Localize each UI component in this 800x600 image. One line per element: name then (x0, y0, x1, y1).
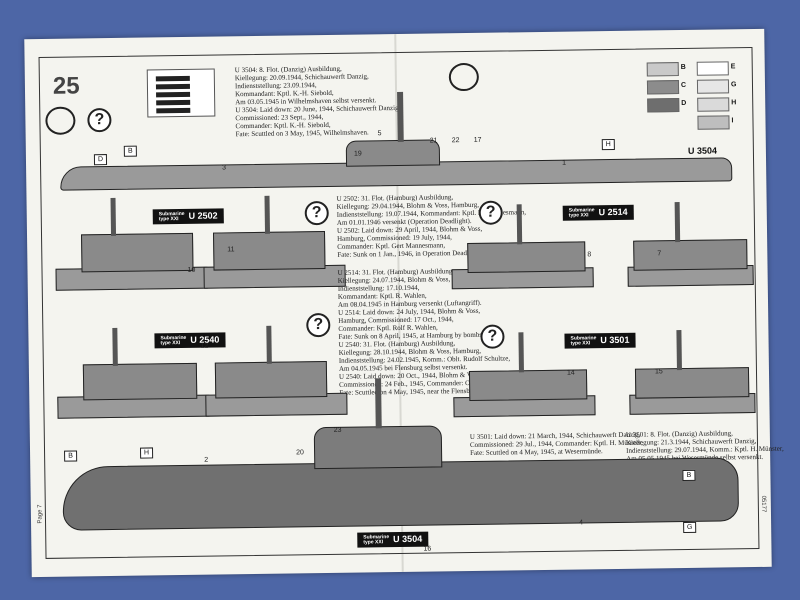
step-number: 25 (52, 72, 80, 100)
part-19: 19 (353, 150, 362, 158)
u3501-text-en: U 3501: Laid down: 21 March, 1944, Schic… (469, 430, 643, 458)
part-2: 2 (204, 456, 209, 464)
swatch-c (646, 80, 680, 95)
part-8: 8 (587, 251, 592, 259)
part-17: 17 (473, 136, 482, 144)
part-12: 12 (200, 342, 209, 350)
periscope-bottom (375, 378, 382, 429)
part-4: 4 (579, 519, 584, 527)
code-c: C (680, 81, 687, 90)
tag-b-stern: B (682, 469, 696, 482)
tag-g-stern: G (683, 521, 697, 534)
part-21: 21 (429, 137, 438, 145)
swatch-i (697, 115, 730, 130)
code-g: G (730, 81, 737, 89)
page-left-label: Page 7 (37, 504, 44, 524)
instruction-sheet: 25 ? U 3504: 8. Flot. (Danzig) Ausbildun… (24, 28, 784, 578)
part-11: 11 (227, 246, 235, 254)
tag-b-bottom: B (64, 450, 78, 462)
swatch-h (697, 97, 730, 112)
part-23: 23 (333, 426, 342, 434)
code-d: D (681, 99, 687, 108)
tower-u3501-b (634, 367, 750, 399)
code-e: E (730, 63, 736, 71)
code-i: I (731, 117, 734, 125)
tower-u2540-a (82, 362, 198, 401)
part-1: 1 (562, 159, 567, 167)
periscope-top (397, 91, 404, 142)
tower-u2502-a (81, 232, 194, 273)
part-3: 3 (222, 164, 227, 172)
part-20: 20 (296, 449, 304, 457)
swatch-b (646, 62, 679, 77)
decal-sheet-preview (146, 68, 216, 118)
tag-h-top: H (601, 138, 615, 151)
tag-h-bottom: H (139, 447, 154, 459)
page-right-label: 05177 (760, 495, 767, 513)
tower-u2514-b (633, 239, 748, 271)
part-7: 7 (657, 250, 662, 258)
part-22: 22 (451, 137, 460, 145)
hull-bottom-u3504 (62, 457, 740, 531)
tower-u2514-a (467, 241, 586, 274)
code-h: H (731, 99, 737, 107)
tag-b-top: B (123, 145, 137, 157)
swatch-g (696, 79, 730, 94)
top-hull-name: U 3504 (687, 145, 718, 156)
u3504-text: U 3504: 8. Flot. (Danzig) Ausbildung, Ki… (234, 64, 401, 139)
part-10: 10 (187, 266, 196, 274)
part-5: 5 (377, 130, 382, 138)
tower-u2540-b (214, 360, 328, 399)
page-center-number: 16 (423, 545, 432, 553)
part-15: 15 (654, 368, 663, 376)
code-b: B (680, 63, 686, 72)
swatch-d (647, 98, 680, 113)
swatch-e (696, 61, 729, 76)
tag-d-top: D (93, 154, 108, 166)
part-14: 14 (566, 369, 575, 377)
